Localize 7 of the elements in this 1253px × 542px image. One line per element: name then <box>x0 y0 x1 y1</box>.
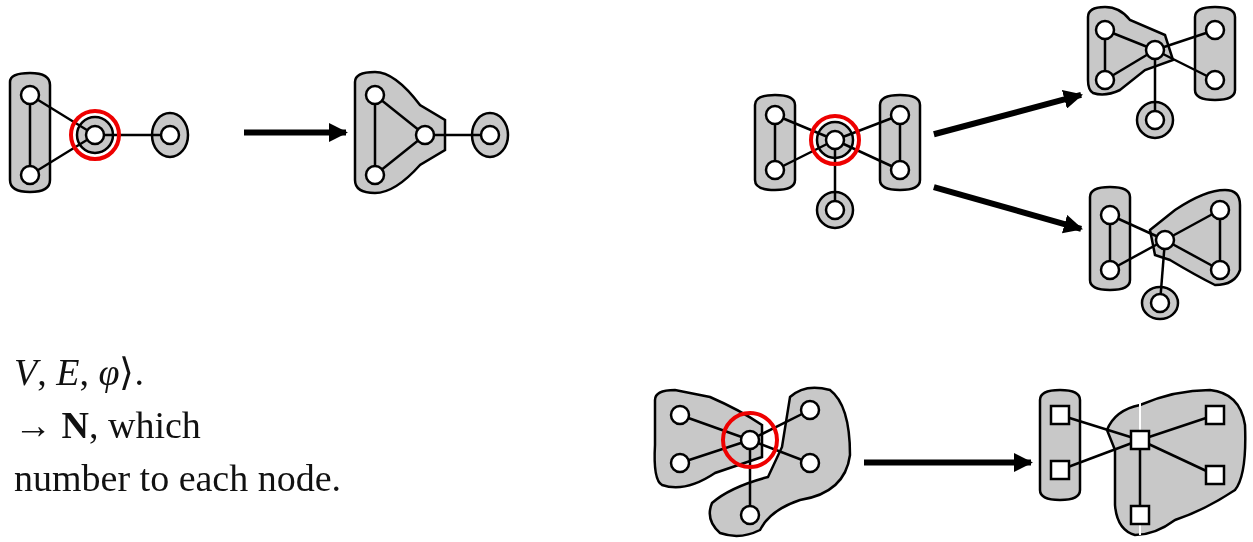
text-line: → N, which <box>14 405 201 445</box>
arrow <box>933 184 1083 234</box>
arrow <box>864 452 1033 473</box>
text-line: V, E, φ⟩. <box>14 352 144 392</box>
arrow <box>244 122 348 143</box>
arrow <box>933 90 1083 138</box>
text-line: number to each node. <box>14 458 342 498</box>
